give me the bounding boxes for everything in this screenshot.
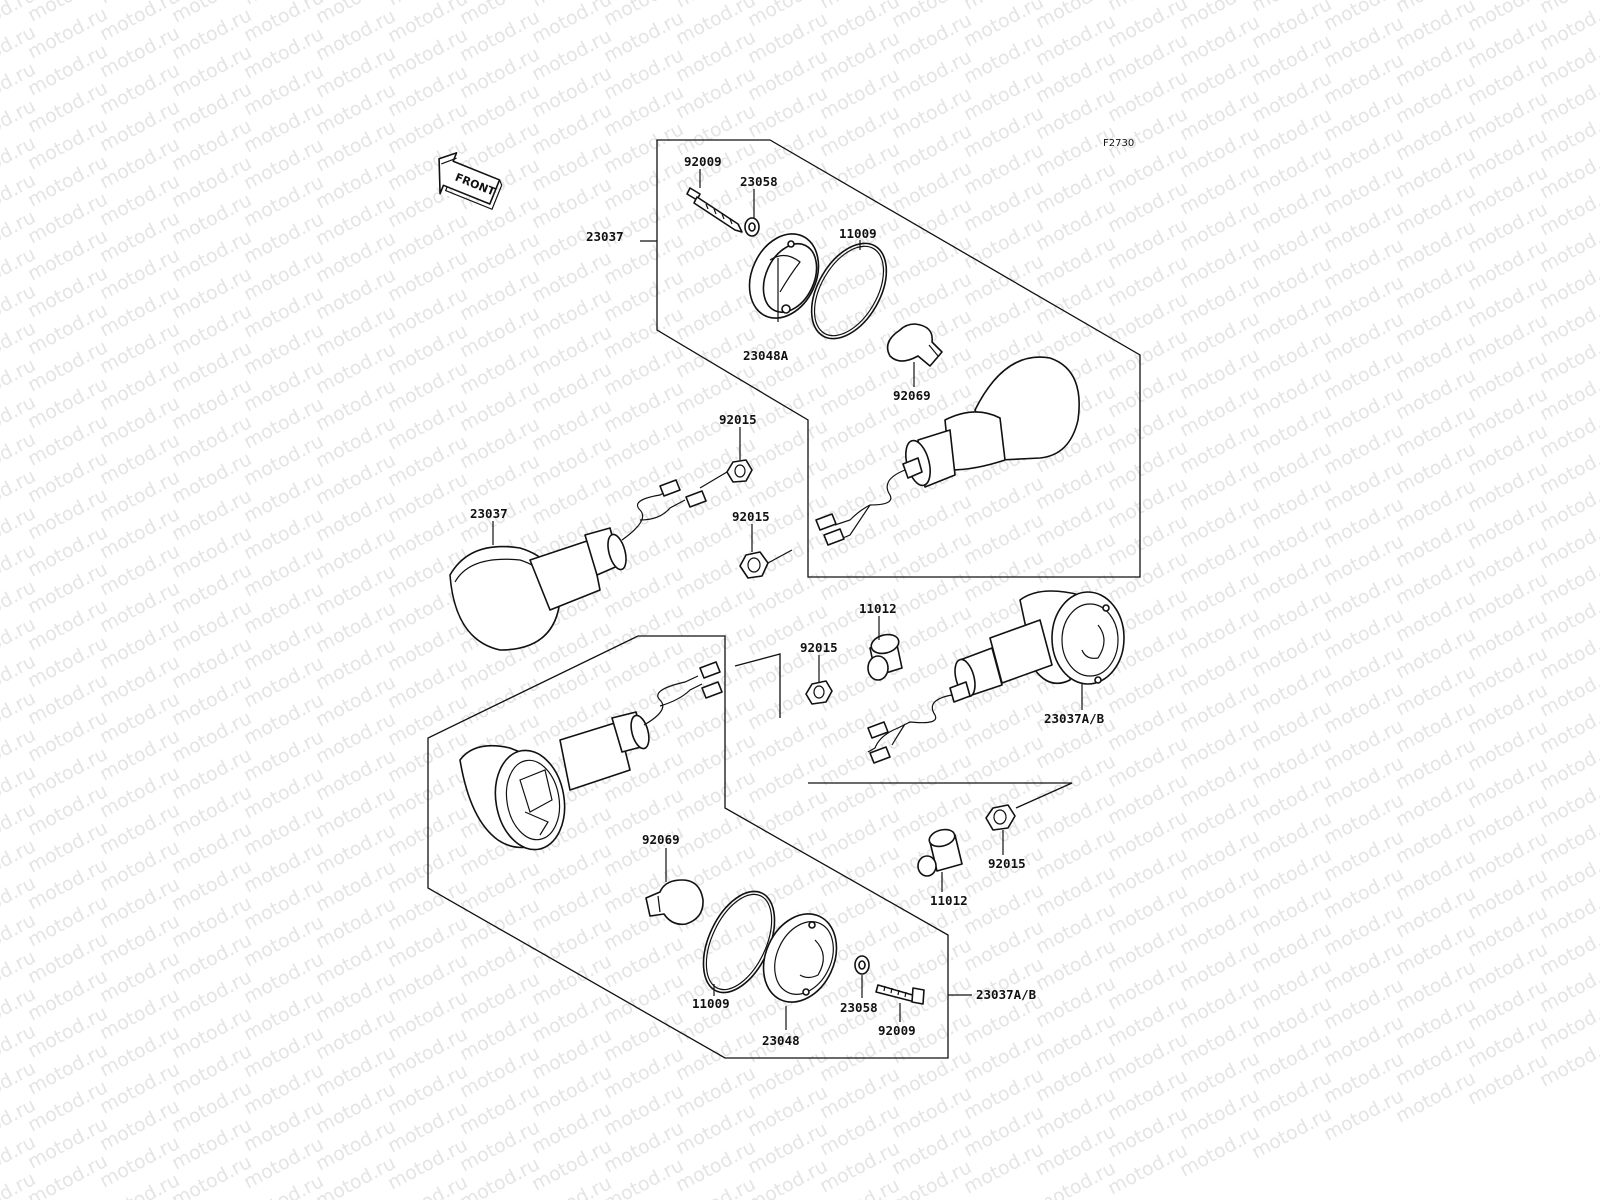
upper-ring-label: 11009 <box>839 226 877 241</box>
upper-washer-icon <box>744 217 760 237</box>
lower-screw-label: 92009 <box>878 1023 916 1038</box>
left-lamp-icon <box>449 479 707 651</box>
upper-lens-icon <box>748 233 820 319</box>
right-nut-icon <box>985 804 1016 831</box>
lower-bulb-label: 92069 <box>642 832 680 847</box>
lower-screw-icon <box>875 984 925 1005</box>
upper-bulb-icon <box>886 323 943 367</box>
lower-ring-label: 11009 <box>692 996 730 1011</box>
left-nut-bottom-icon <box>739 549 793 579</box>
upper-right-lamp-icon <box>815 356 1080 546</box>
left-nut-top-icon <box>699 459 753 489</box>
right-nut-label: 92015 <box>988 856 1026 871</box>
right-lamp-icon <box>867 590 1125 764</box>
right-spacer-label: 11012 <box>930 893 968 908</box>
lower-washer-icon <box>854 955 870 975</box>
upper-washer-label: 23058 <box>740 174 778 189</box>
lower-lamp-housing-icon <box>459 661 723 851</box>
lower-lens-icon <box>762 913 838 1003</box>
upper-group-frame <box>656 139 1141 578</box>
center-nut-label: 92015 <box>800 640 838 655</box>
upper-screw-label: 92009 <box>684 154 722 169</box>
figure-code: F2730 <box>1103 138 1134 149</box>
right-lamp-label: 23037A/B <box>1044 711 1105 726</box>
upper-ring-icon <box>810 242 888 340</box>
lower-washer-label: 23058 <box>840 1000 878 1015</box>
lower-group-label: 23037A/B <box>976 987 1037 1002</box>
left-lamp-label: 23037 <box>470 506 508 521</box>
lower-lens-label: 23048 <box>762 1033 800 1048</box>
center-nut-icon <box>805 680 833 705</box>
left-nut-bottom-label: 92015 <box>732 509 770 524</box>
left-nut-top-label: 92015 <box>719 412 757 427</box>
lower-group-frame <box>427 635 949 1059</box>
lower-bulb-icon <box>645 879 704 926</box>
leader-lines <box>492 169 1083 1030</box>
center-spacer-label: 11012 <box>859 601 897 616</box>
upper-group-label: 23037 <box>586 229 624 244</box>
upper-lens-label: 23048A <box>743 348 789 363</box>
upper-bulb-label: 92069 <box>893 388 931 403</box>
center-spacer-icon <box>867 633 903 681</box>
upper-screw-icon <box>686 187 743 233</box>
right-spacer-icon <box>917 828 963 877</box>
center-group-frame <box>734 653 1073 809</box>
